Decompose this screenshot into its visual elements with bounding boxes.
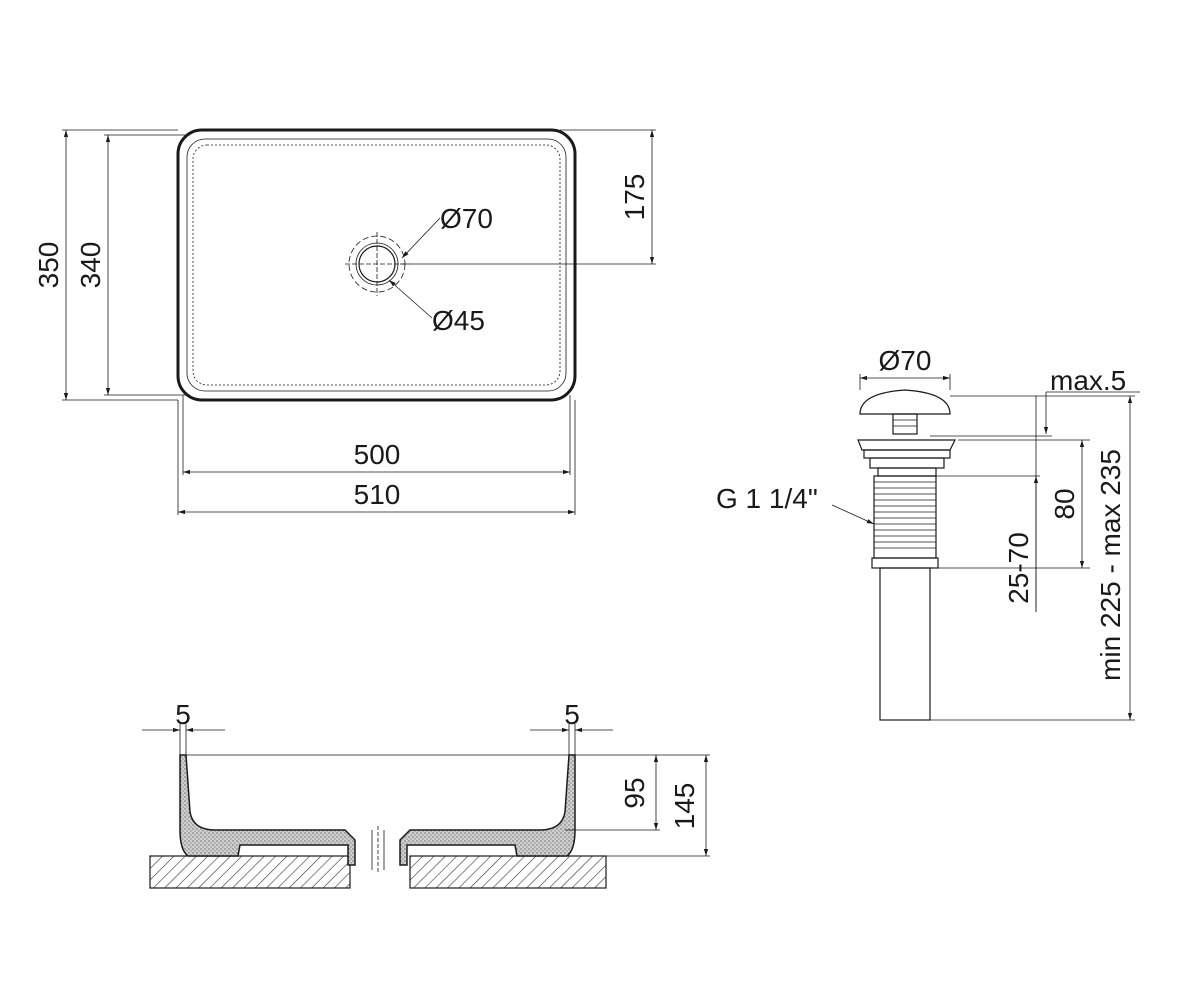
dim-80: 80 xyxy=(1049,488,1080,519)
dim-total-range: min 225 - max 235 xyxy=(1095,449,1126,681)
thread-lines xyxy=(874,481,936,549)
dim-rim-left: 5 xyxy=(175,699,191,730)
dim-510: 510 xyxy=(354,479,401,510)
dim-175: 175 xyxy=(619,174,650,221)
basin-outline-outer xyxy=(176,128,577,402)
countertop-left xyxy=(149,855,351,889)
drain-flange xyxy=(857,439,956,451)
dim-350: 350 xyxy=(33,242,64,289)
dim-25-70: 25-70 xyxy=(1003,532,1034,604)
dim-d70: Ø70 xyxy=(440,203,493,234)
drain-fitting: Ø70 max.5 80 25-70 min 225 - max 235 G 1… xyxy=(716,345,1140,721)
basin-outline-inner xyxy=(186,138,567,392)
basin-section-left xyxy=(179,754,356,866)
thread-label: G 1 1/4" xyxy=(716,483,818,514)
dim-145: 145 xyxy=(669,783,700,830)
dim-340: 340 xyxy=(75,242,106,289)
countertop-right xyxy=(409,855,607,889)
dim-cap-d70: Ø70 xyxy=(879,345,932,376)
dim-max5: max.5 xyxy=(1050,365,1126,396)
dim-rim-right: 5 xyxy=(564,699,580,730)
dim-d45: Ø45 xyxy=(432,305,485,336)
basin-outline-bowl xyxy=(192,144,561,386)
drain-cap xyxy=(859,389,951,415)
drain-tailpipe xyxy=(879,567,931,721)
drain-stem xyxy=(892,413,918,435)
dim-500: 500 xyxy=(354,439,401,470)
basin-section-right xyxy=(399,754,576,866)
section-view: 5 5 95 145 xyxy=(142,699,710,889)
top-view: 350 340 175 500 510 Ø70 Ø45 xyxy=(33,128,656,515)
dim-95: 95 xyxy=(619,777,650,808)
